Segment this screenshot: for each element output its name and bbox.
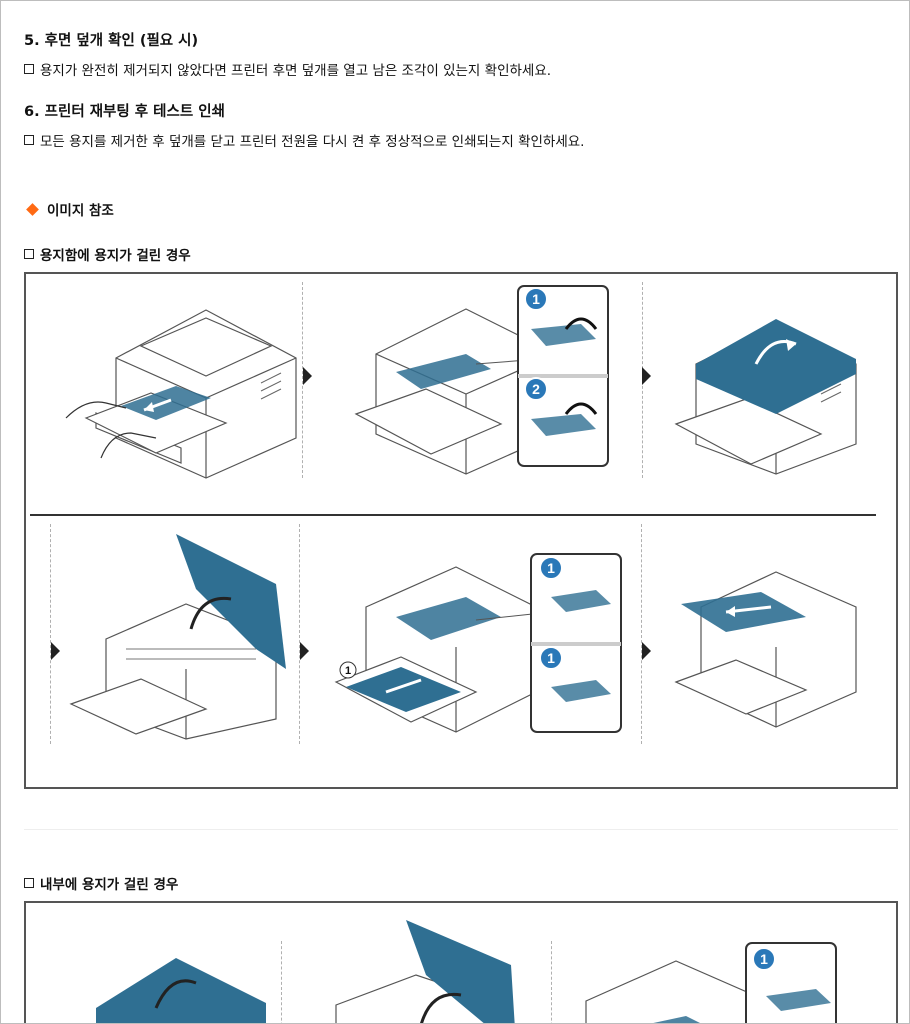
printer-interior-illustration [69, 534, 286, 740]
printer-guide-adjust-illustration: 1 [585, 942, 837, 1023]
step5-title: 5. 후면 덮개 확인 (필요 시) [24, 33, 199, 49]
step-badge-2-icon [524, 377, 548, 401]
step6-title: 6. 프린터 재부팅 후 테스트 인쇄 [24, 104, 225, 120]
step-arrow-icon [642, 367, 651, 385]
panel-divider [551, 941, 552, 1023]
checkbox-bullet-icon [24, 249, 34, 259]
checkbox-bullet-icon [24, 64, 34, 74]
inside-section-title: 내부에 용지가 걸린 경우 [24, 873, 178, 893]
step-badge-1-icon [539, 556, 563, 580]
tray-section-title-text: 용지함에 용지가 걸린 경우 [40, 248, 191, 264]
step-badge-1-icon [524, 287, 548, 311]
step-arrow-icon [51, 642, 60, 660]
printer-output-illustration [674, 571, 857, 728]
panel-divider [641, 524, 642, 744]
tray-section-title: 용지함에 용지가 걸린 경우 [24, 244, 191, 264]
printer-guide-adjust-illustration: 1 2 [354, 285, 609, 475]
step-badge-1-text: 1 [547, 560, 555, 576]
step-arrow-icon [642, 642, 651, 660]
printer-lid-open-illustration [96, 958, 266, 1023]
checkbox-bullet-icon [24, 878, 34, 888]
step6-desc-text: 모든 용지를 제거한 후 덮개를 닫고 프린터 전원을 다시 켠 후 정상적으로… [40, 134, 585, 150]
panel-divider [302, 282, 303, 478]
step5-desc: 용지가 완전히 제거되지 않았다면 프린터 후면 덮개를 열고 남은 조각이 있… [24, 59, 551, 79]
inside-jam-illustration-panel: 1 [24, 901, 898, 1023]
step6-desc: 모든 용지를 제거한 후 덮개를 닫고 프린터 전원을 다시 켠 후 정상적으로… [24, 130, 584, 150]
printer-reload-paper-illustration: 1 1 1 [334, 553, 622, 733]
step-arrow-icon [303, 367, 312, 385]
step5-desc-text: 용지가 완전히 제거되지 않았다면 프린터 후면 덮개를 열고 남은 조각이 있… [40, 63, 552, 79]
step-badge-1-text: 1 [547, 650, 555, 666]
step-badge-1-text: 1 [345, 665, 351, 677]
reference-heading: 이미지 참조 [24, 199, 114, 219]
step-badge-1-icon [339, 661, 357, 679]
panel-divider [299, 524, 300, 744]
step-badge-2-text: 2 [532, 381, 540, 397]
checkbox-bullet-icon [24, 135, 34, 145]
step-badge-1-icon [752, 947, 776, 971]
reference-heading-text: 이미지 참조 [47, 203, 114, 219]
section-divider [24, 829, 898, 830]
printer-interior-illustration [335, 920, 515, 1023]
step-badge-1-text: 1 [760, 951, 768, 967]
inside-section-title-text: 내부에 용지가 걸린 경우 [40, 877, 179, 893]
step-arrow-icon [300, 642, 309, 660]
printer-pull-paper-illustration [65, 309, 297, 479]
step-badge-1-text: 1 [532, 291, 540, 307]
row-divider [30, 514, 876, 516]
tray-jam-illustration-panel: 1 2 [24, 272, 898, 789]
step-badge-1-icon [539, 646, 563, 670]
panel-divider [50, 524, 51, 744]
printer-lid-open-illustration [674, 319, 857, 475]
panel-divider [281, 941, 282, 1023]
diamond-bullet-icon [26, 203, 39, 216]
